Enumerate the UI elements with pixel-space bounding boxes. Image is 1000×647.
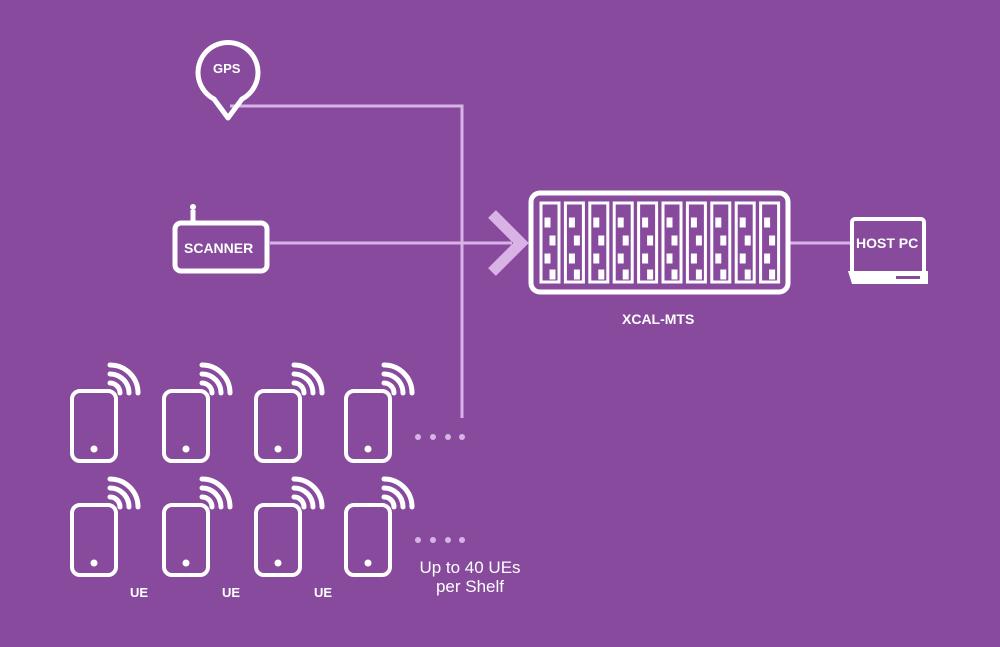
mts-slot [710, 201, 732, 284]
host-pc-label: HOST PC [856, 235, 919, 251]
host-pc-icon [848, 217, 928, 284]
signal-icon [381, 362, 415, 396]
signal-icon [291, 476, 325, 510]
scanner-label: SCANNER [184, 240, 254, 256]
signal-icon [199, 362, 233, 396]
connectors [230, 104, 850, 418]
scanner-icon [172, 204, 270, 274]
ue-phone-icon [344, 362, 415, 463]
signal-icon [291, 362, 325, 396]
ue-phones [70, 362, 415, 577]
ue-phone-icon [162, 476, 233, 577]
ue-phone-icon [254, 362, 325, 463]
ue-phone-icon [70, 476, 141, 577]
ue-phone-icon [344, 476, 415, 577]
more-ue-dots [415, 434, 465, 543]
mts-slot [685, 201, 707, 284]
signal-icon [107, 476, 141, 510]
ue-label-1: UE [130, 585, 149, 600]
gps-label: GPS [213, 61, 241, 76]
ue-phone-icon [70, 362, 141, 463]
mts-slots [539, 201, 781, 284]
mts-slot [734, 201, 756, 284]
ue-label-3: UE [314, 585, 333, 600]
mts-slot [661, 201, 683, 284]
capacity-note: Up to 40 UEs per Shelf [408, 558, 532, 596]
gps-connector [230, 104, 464, 418]
signal-icon [381, 476, 415, 510]
mts-slot [563, 201, 585, 284]
mts-label: XCAL-MTS [622, 311, 695, 327]
capacity-note-line2: per Shelf [435, 577, 505, 596]
signal-icon [107, 362, 141, 396]
ue-label-2: UE [222, 585, 241, 600]
capacity-note-line1: Up to 40 UEs [419, 558, 521, 577]
mts-shelf-icon [528, 190, 791, 295]
ue-phone-icon [162, 362, 233, 463]
mts-slot [612, 201, 634, 284]
mts-slot [588, 201, 610, 284]
mts-slot [637, 201, 659, 284]
input-arrowhead [488, 210, 529, 276]
mts-slot [539, 201, 561, 284]
gps-icon [195, 40, 261, 121]
ue-phone-icon [254, 476, 325, 577]
signal-icon [199, 476, 233, 510]
mts-slot [759, 201, 781, 284]
